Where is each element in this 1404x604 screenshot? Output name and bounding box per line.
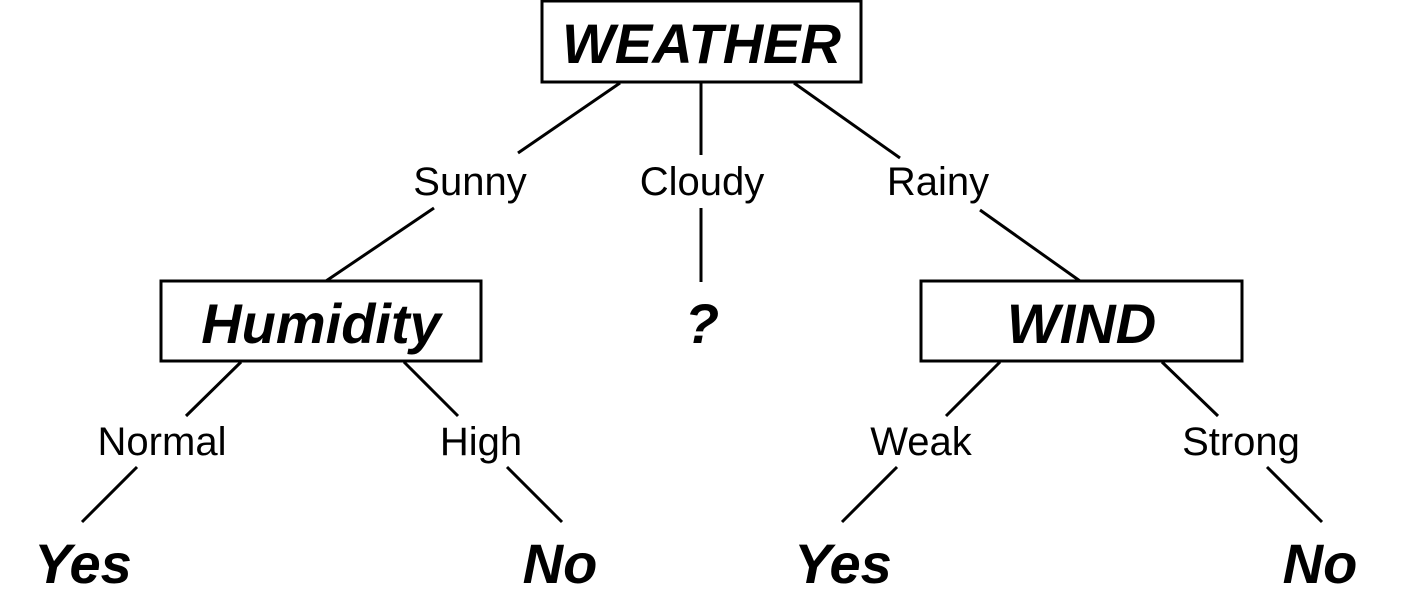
edge-high-no xyxy=(505,465,564,524)
branch-label-cloudy: Cloudy xyxy=(640,160,765,204)
node-wind: WIND xyxy=(919,279,1244,363)
branch-label-rainy: Rainy xyxy=(887,160,989,204)
leaf-humidity-normal-yes: Yes xyxy=(34,532,132,595)
leaf-humidity-high-no: No xyxy=(523,532,598,595)
edge-weather-rainy xyxy=(793,81,901,160)
edge-sunny-humidity xyxy=(325,206,435,283)
node-humidity-label: Humidity xyxy=(201,292,443,355)
edge-wind-weak xyxy=(944,360,1002,418)
edge-weak-yes xyxy=(840,465,899,524)
leaf-cloudy-unknown: ? xyxy=(685,292,719,355)
edge-humidity-high xyxy=(402,360,460,418)
branch-label-sunny: Sunny xyxy=(413,160,526,204)
branch-label-high: High xyxy=(440,420,522,464)
edge-weather-sunny xyxy=(517,81,621,155)
leaf-wind-weak-yes: Yes xyxy=(794,532,892,595)
branch-label-strong: Strong xyxy=(1182,420,1300,464)
node-humidity-box xyxy=(159,279,483,363)
branch-label-weak: Weak xyxy=(870,420,973,464)
node-humidity: Humidity xyxy=(159,279,483,363)
node-weather-label: WEATHER xyxy=(562,12,841,75)
leaf-wind-strong-no: No xyxy=(1283,532,1358,595)
node-wind-box xyxy=(919,279,1244,363)
edge-normal-yes xyxy=(80,465,139,524)
edge-rainy-wind xyxy=(979,208,1081,283)
node-wind-label: WIND xyxy=(1007,292,1156,355)
edge-humidity-normal xyxy=(184,360,243,418)
edge-strong-no xyxy=(1265,465,1324,524)
node-weather-box xyxy=(540,0,863,84)
node-weather: WEATHER xyxy=(540,0,863,84)
edge-wind-strong xyxy=(1160,360,1220,418)
branch-label-normal: Normal xyxy=(98,420,227,464)
